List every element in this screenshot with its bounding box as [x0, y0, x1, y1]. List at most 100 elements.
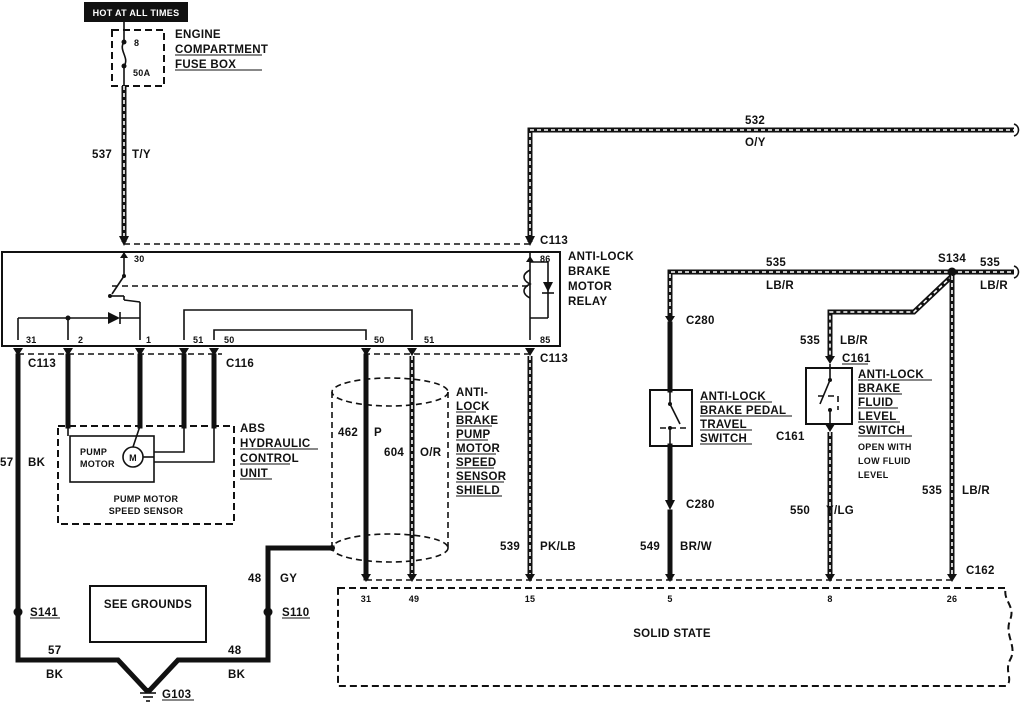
- wire-48-circuit: 48: [248, 573, 262, 585]
- connector-c116: C116: [226, 358, 254, 370]
- solid-state-pin-49: 49: [409, 594, 420, 604]
- wire-48-bottom-circuit: 48: [228, 645, 242, 657]
- hcu-label-1: ABS: [240, 423, 265, 435]
- shield-label-1: ANTI-: [456, 387, 488, 399]
- shield-label-3: BRAKE: [456, 415, 498, 427]
- wire-539-circuit: 539: [500, 541, 520, 553]
- wire-535-right-circuit: 535: [980, 257, 1000, 269]
- pin-86: 86: [540, 254, 551, 264]
- shield-label-5: MOTOR: [456, 443, 500, 455]
- motor-symbol-label: M: [129, 453, 137, 463]
- pump-motor-box: [69, 435, 155, 483]
- pin-51a: 51: [193, 335, 204, 345]
- pump-motor-label-1: PUMP: [80, 447, 107, 457]
- relay-label-3: MOTOR: [568, 281, 612, 293]
- pedal-switch-label-4: SWITCH: [700, 433, 747, 445]
- fuse-id: 8: [134, 38, 139, 48]
- shield-label-2: LOCK: [456, 401, 490, 413]
- pin-30: 30: [134, 254, 145, 264]
- pin-50: 50: [374, 335, 385, 345]
- wire-539-color: PK/LB: [540, 541, 576, 553]
- pin-51: 51: [424, 335, 435, 345]
- pump-motor-label-2: MOTOR: [80, 459, 115, 469]
- solid-state-label: SOLID STATE: [633, 628, 711, 640]
- pin-1: 1: [146, 335, 151, 345]
- hcu-label-4: UNIT: [240, 468, 268, 480]
- solid-state-pin-15: 15: [525, 594, 536, 604]
- pedal-switch-label-1: ANTI-LOCK: [700, 391, 766, 403]
- connector-c161-bottom: C161: [776, 431, 805, 443]
- wire-57-bottom-color: BK: [46, 669, 64, 681]
- solid-state-module: [337, 587, 1014, 687]
- pedal-switch-label-2: BRAKE PEDAL: [700, 405, 786, 417]
- fluid-switch-label-2: BRAKE: [858, 383, 900, 395]
- shield-label-4: PUMP: [456, 429, 490, 441]
- fluid-switch-label-4: LEVEL: [858, 411, 897, 423]
- hcu-label-3: CONTROL: [240, 453, 299, 465]
- wire-535-top-circuit: 535: [766, 257, 786, 269]
- connector-c113-mid: C113: [540, 353, 568, 365]
- shield-label-6: SPEED: [456, 457, 497, 469]
- wire-535-switch-circuit: 535: [800, 335, 820, 347]
- wire-549-circuit: 549: [640, 541, 660, 553]
- pin-2: 2: [78, 335, 83, 345]
- wire-535-vert-color: LB/R: [962, 485, 990, 497]
- speed-sensor-label-1: PUMP MOTOR: [114, 494, 179, 504]
- pin-85: 85: [540, 335, 551, 345]
- wire-57-circuit: 57: [0, 457, 13, 469]
- splice-s141: [13, 607, 23, 617]
- fuse-box-title-1: ENGINE: [175, 29, 221, 41]
- pedal-travel-switch: [649, 389, 693, 447]
- see-grounds-label: SEE GROUNDS: [104, 599, 192, 611]
- wire-537-circuit: 537: [92, 149, 112, 161]
- hydraulic-control-unit: [57, 425, 235, 525]
- fuse-rating: 50A: [133, 68, 151, 78]
- wire-48-bottom-color: BK: [228, 669, 246, 681]
- splice-s134: [947, 267, 957, 277]
- fluid-switch-note-3: LEVEL: [858, 470, 889, 480]
- wire-549-color: BR/W: [680, 541, 712, 553]
- wire-535-right-color: LB/R: [980, 280, 1008, 292]
- fuse-symbol: [121, 30, 127, 86]
- wire-550-color: Y/LG: [826, 505, 854, 517]
- connector-c113-top: C113: [540, 235, 568, 247]
- fuse-box: [111, 29, 165, 87]
- splice-s110: [263, 607, 273, 617]
- pedal-switch-label-3: TRAVEL: [700, 419, 747, 431]
- splice-s110-label: S110: [282, 607, 309, 619]
- wire-532-circuit: 532: [745, 115, 765, 127]
- solid-state-pin-8: 8: [827, 594, 832, 604]
- relay-label-2: BRAKE: [568, 266, 610, 278]
- fluid-switch-note-2: LOW FLUID: [858, 456, 911, 466]
- pin-31: 31: [26, 335, 37, 345]
- wire-48-color: GY: [280, 573, 297, 585]
- fluid-switch-label-5: SWITCH: [858, 425, 905, 437]
- abs-module-box: [1, 251, 561, 347]
- hot-at-all-times-label: HOT AT ALL TIMES: [93, 8, 180, 18]
- ground-g103-label: G103: [162, 689, 191, 701]
- splice-s141-label: S141: [30, 607, 58, 619]
- connector-c161-top: C161: [842, 353, 871, 365]
- wire-535-vert-circuit: 535: [922, 485, 942, 497]
- wire-57-color: BK: [28, 457, 46, 469]
- solid-state-pin-31: 31: [361, 594, 372, 604]
- relay-label-1: ANTI-LOCK: [568, 251, 634, 263]
- fluid-switch-label-1: ANTI-LOCK: [858, 369, 924, 381]
- connector-c162: C162: [966, 565, 995, 577]
- pin-50a: 50: [224, 335, 235, 345]
- relay-label-4: RELAY: [568, 296, 607, 308]
- speed-sensor-label-2: SPEED SENSOR: [109, 506, 184, 516]
- splice-s134-label: S134: [938, 253, 966, 265]
- connector-c280-top: C280: [686, 315, 715, 327]
- see-grounds-box: [89, 585, 207, 643]
- fluid-switch-label-3: FLUID: [858, 397, 893, 409]
- shield-label-8: SHIELD: [456, 485, 500, 497]
- solid-state-pin-26: 26: [947, 594, 958, 604]
- connector-c280-bottom: C280: [686, 499, 715, 511]
- hcu-label-2: HYDRAULIC: [240, 438, 310, 450]
- wire-604-circuit: 604: [384, 447, 404, 459]
- wire-535-top-color: LB/R: [766, 280, 794, 292]
- fluid-switch-note-1: OPEN WITH: [858, 442, 912, 452]
- solid-state-pin-5: 5: [667, 594, 672, 604]
